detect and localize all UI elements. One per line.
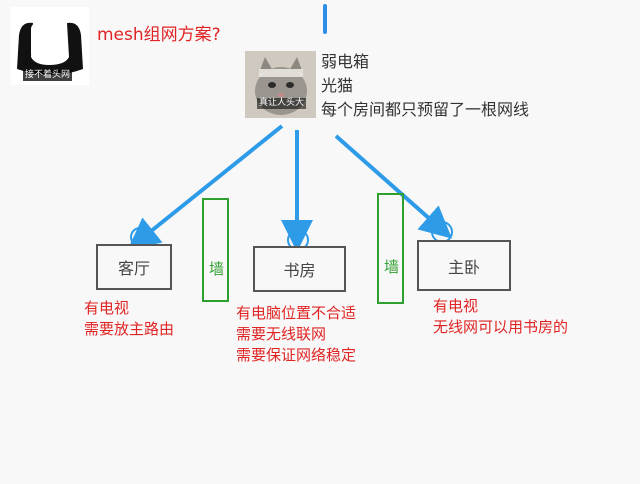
study-note-2: 需要无线联网 [236,325,327,343]
diagram-title: mesh组网方案? [97,25,221,45]
living-note-1: 有电视 [84,299,130,317]
cursor-marker [323,4,327,34]
room-living: 客厅 [96,244,172,290]
source-line-2: 光猫 [321,76,354,95]
living-notes: 有电视 需要放主路由 [84,298,174,340]
avatar-meme-image: 接不着头网 [11,7,89,85]
arrow-to-living-room [127,124,284,251]
cat-caption: 真让人头大 [257,98,307,109]
wall-right: 墙 [377,193,404,304]
living-note-2: 需要放主路由 [84,320,175,338]
bedroom-note-2: 无线网可以用书房的 [433,318,569,336]
bedroom-note-1: 有电视 [433,297,479,315]
source-line-1: 弱电箱 [321,52,370,71]
room-study: 书房 [253,246,346,292]
study-notes: 有电脑位置不合适 需要无线联网 需要保证网络稳定 [236,303,356,366]
room-living-label: 客厅 [117,259,150,278]
room-bedroom-label: 主卧 [447,257,480,277]
wall-left: 墙 [202,198,229,302]
bedroom-notes: 有电视 无线网可以用书房的 [433,296,568,338]
study-note-1: 有电脑位置不合适 [236,304,357,322]
wall-left-label: 墙 [207,260,225,276]
cat-meme-image: 真让人头大 [245,51,316,118]
arrow-tip-circle-bedroom [431,221,453,243]
arrow-to-bedroom [334,134,452,239]
room-bedroom: 主卧 [417,240,511,291]
source-line-3: 每个房间都只预留了一根网线 [321,100,530,119]
avatar-caption: 接不着头网 [23,70,73,81]
study-note-3: 需要保证网络稳定 [236,346,357,364]
wall-right-label: 墙 [382,259,400,274]
room-study-label: 书房 [283,261,316,280]
